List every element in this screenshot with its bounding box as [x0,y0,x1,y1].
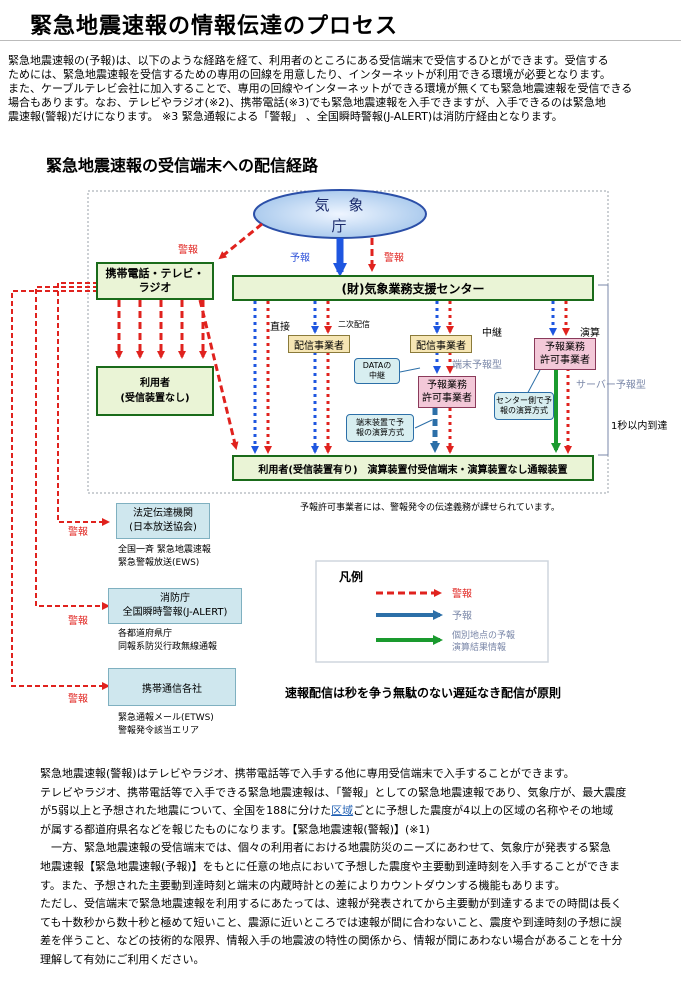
nhk-line: 法定伝達機関 [133,508,193,519]
user-no-device-line: (受信装置なし) [120,393,190,404]
body-line: 差を伴うこと、などの技術的な限界、情報入手の地震波の特性の関係から、情報が間にあ… [40,934,623,948]
fdma-line: 全国瞬時警報(J-ALERT) [122,607,228,618]
terminal-calc-callout: 端末装置で予 報の演算方式 [346,414,414,442]
label-yoho: 予報 [290,253,310,264]
callout-pointer [399,367,421,373]
intro-line: また、ケーブルテレビ会社に加入することで、専用の回線やインターネットができる環境… [8,82,633,95]
fdma-line: 消防庁 [160,593,190,604]
body-line: テレビやラジオ、携帯電話等で入手できる緊急地震速報は、「警報」としての緊急地震速… [40,785,627,799]
body-line: 一方、緊急地震速報の受信端末では、個々の利用者における地震防災のニーズにあわせて… [40,841,611,855]
center-calc-callout: センター側で予 報の演算方式 [494,392,554,420]
principle-text: 速報配信は秒を争う無駄のない遅延なき配信が原則 [285,686,562,700]
intro-line: 緊急地震速報の(予報)は、以下のような経路を経て、利用者のところにある受信端末で… [8,54,609,67]
center-calc-line: センター側で予 [496,396,552,405]
terminal-calc-line: 報の演算方式 [356,428,404,437]
carriers-desc-line: 緊急通報メール(ETWS) [118,713,214,723]
route-to-fdma [35,286,110,610]
body-line: ただし、受信端末で緊急地震速報を利用するにあたっては、速報が発表されてから主要動… [40,897,622,911]
operators-note: 予報許可事業者には、警報発令の伝達義務が課せられています。 [300,503,560,513]
legend-individual-line: 個別地点の予報 [452,631,516,641]
fdma-box: 消防庁 全国瞬時警報(J-ALERT) [108,588,242,624]
jma-label: 気 象 庁 [314,196,383,235]
legend-title: 凡例 [339,570,364,584]
nhk-desc-line: 緊急警報放送(EWS) [118,558,200,568]
body-text: 緊急地震速報(警報)はテレビやラジオ、携帯電話等で入手する他に専用受信端末で入手… [40,765,670,970]
distributor-box: 配信事業者 [410,335,472,353]
intro-text: 緊急地震速報の(予報)は、以下のような経路を経て、利用者のところにある受信端末で… [8,54,633,124]
legend-individual-line: 演算結果情報 [452,643,507,653]
forecast-operator-line: 予報業務 [545,342,585,353]
data-relay-line: 中継 [369,371,385,380]
forecast-operator-line: 許可事業者 [540,355,590,366]
data-relay-callout: DATAの 中継 [354,358,400,384]
page-title: 緊急地震速報の情報伝達のプロセス [30,14,399,39]
region-link[interactable]: 区域 [331,804,354,818]
user-with-device-box: 利用者(受信装置有り) 演算装置付受信端末・演算装置なし通報装置 [232,455,594,481]
label-server-type: サーバー予報型 [576,380,646,391]
data-relay-line: DATAの [362,361,392,370]
label-keiho: 警報 [68,616,88,627]
mobile-tv-radio-box: 携帯電話・テレビ・ ラジオ [96,262,214,300]
user-no-device-box: 利用者 (受信装置なし) [96,366,214,416]
arrow-jma-mobile [218,222,263,260]
label-terminal-type: 端末予報型 [452,360,502,371]
label-direct: 直接 [270,322,290,333]
body-line: が属する都道府県名などを報じたものになります。【緊急地震速報(警報)】(※1) [40,822,430,836]
carriers-box: 携帯通信各社 [108,668,236,706]
body-span: ごとに予想した震度が4以上の区域の名称やその地域 [353,804,614,818]
intro-line: 場合もあります。なお、テレビやラジオ(※2)、携帯電話(※3)でも緊急地震速報を… [8,96,606,109]
carriers-desc-line: 警報発令該当エリア [118,726,200,736]
legend-box [315,560,549,663]
legend-yoho-label: 予報 [452,611,472,622]
mobile-tv-radio-line: 携帯電話・テレビ・ [105,267,205,280]
diagram-subtitle: 緊急地震速報の受信端末への配信経路 [46,156,319,175]
body-line: ても十数秒から数十秒と極めて短いこと、震源に近いところでは速報が間に合わないこと… [40,915,622,929]
nhk-desc: 全国一斉 緊急地震速報 緊急警報放送(EWS) [118,544,211,570]
route-to-carriers [11,290,110,690]
center-calc-line: 報の演算方式 [500,406,548,415]
label-calc: 演算 [580,328,600,339]
label-keiho: 警報 [68,527,88,538]
body-line: 緊急地震速報(警報)はテレビやラジオ、携帯電話等で入手する他に専用受信端末で入手… [40,767,575,780]
intro-line: 震速報(警報)だけになります。 ※3 緊急通報による「警報」 、全国瞬時警報(J… [8,110,563,123]
label-keiho: 警報 [384,253,404,264]
nhk-desc-line: 全国一斉 緊急地震速報 [118,545,211,555]
terminal-calc-line: 端末装置で予 [356,418,404,427]
intro-line: ためには、緊急地震速報を受信するための専用の回線を用意したり、インターネットが利… [8,68,611,81]
fdma-desc: 各都道府県庁 同報系防災行政無線通報 [118,628,217,654]
callout-pointer [414,419,433,429]
body-line: 理解して有効にご利用ください。 [40,952,205,966]
fdma-desc-line: 同報系防災行政無線通報 [118,642,218,652]
forecast-operator-box: 予報業務 許可事業者 [418,376,476,408]
route-to-nhk [57,282,110,526]
user-no-device-line: 利用者 [140,378,170,389]
forecast-operator-box: 予報業務 許可事業者 [534,338,596,370]
legend-individual-label: 個別地点の予報 演算結果情報 [452,630,515,654]
title-divider [0,40,681,41]
forecast-operator-line: 予報業務 [427,380,467,391]
support-center-box: (財)気象業務支援センター [232,275,594,301]
arrow-mobile-userdevice [198,299,239,450]
body-span: が5弱以上と予想された地震について、全国を188に分けた [40,804,332,818]
label-relay: 中継 [482,328,502,339]
label-secondary: 二次配信 [338,320,370,329]
distributor-box: 配信事業者 [288,335,350,353]
label-keiho: 警報 [68,694,88,705]
forecast-operator-line: 許可事業者 [422,393,472,404]
fdma-desc-line: 各都道府県庁 [118,629,173,639]
nhk-line: (日本放送協会) [129,522,197,533]
carriers-desc: 緊急通報メール(ETWS) 警報発令該当エリア [118,712,214,738]
body-line: 地震速報【緊急地震速報(予報)】をもとに任意の地点において予想した震度や主要動到… [40,859,621,873]
legend-keiho-label: 警報 [452,589,472,600]
body-line: が5弱以上と予想された地震について、全国を188に分けた区域ごとに予想した震度が… [40,802,670,821]
nhk-box: 法定伝達機関 (日本放送協会) [116,503,210,539]
body-line: す。また、予想された主要動到達時刻と端末の内蔵時計との差によりカウントダウンする… [40,878,566,892]
server-bracket [598,284,609,456]
mobile-tv-radio-line: ラジオ [138,281,172,294]
label-keiho: 警報 [178,245,198,256]
label-one-second: 1秒以内到達 [611,421,668,432]
